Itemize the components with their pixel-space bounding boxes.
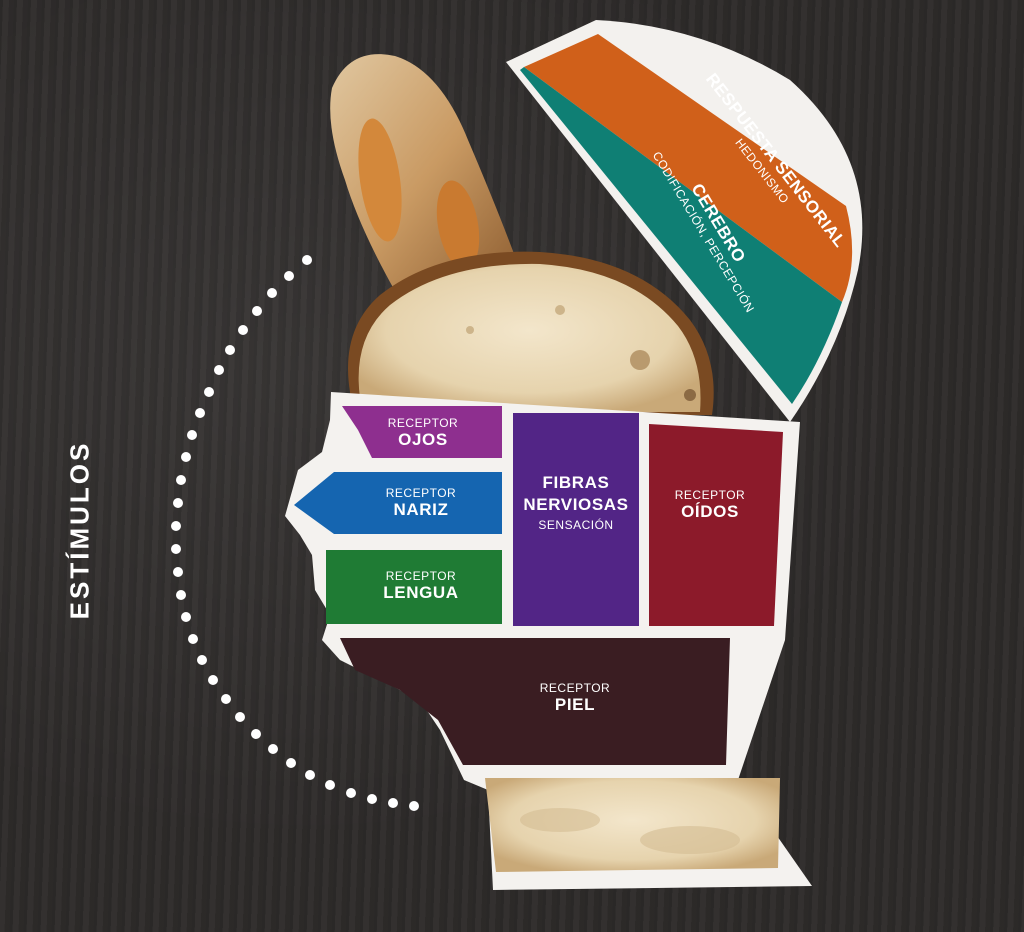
tongue-receptor-label: RECEPTOR LENGUA — [350, 569, 492, 603]
nerve-fibers-label: FIBRAS NERVIOSAS SENSACIÓN — [513, 472, 639, 532]
skin-receptor-top: RECEPTOR — [539, 681, 611, 695]
nerve-fibers-sub: SENSACIÓN — [538, 518, 614, 532]
ears-receptor-top: RECEPTOR — [674, 488, 746, 502]
brain-cap — [506, 20, 863, 422]
nerve-fibers-line1: FIBRAS — [542, 473, 610, 492]
eyes-receptor-top: RECEPTOR — [387, 416, 459, 430]
baguette-image — [330, 54, 520, 301]
skin-receptor-block — [340, 638, 730, 765]
skin-receptor-label: RECEPTOR PIEL — [500, 681, 650, 715]
ears-receptor-name: OÍDOS — [681, 502, 739, 521]
tongue-receptor-block — [326, 550, 502, 624]
eyes-receptor-label: RECEPTOR OJOS — [360, 416, 486, 450]
nose-receptor-block — [294, 472, 502, 534]
nerve-fibers-line2: NERVIOSAS — [523, 495, 629, 514]
tongue-receptor-top: RECEPTOR — [385, 569, 457, 583]
ears-receptor-block — [649, 424, 783, 626]
eyes-receptor-name: OJOS — [398, 430, 448, 449]
brain-band — [520, 67, 842, 404]
stimulus-dotted-arc — [171, 255, 419, 811]
nerve-fibers-block — [513, 413, 639, 626]
eyes-receptor-block — [342, 406, 502, 458]
sensory-response-band — [524, 34, 853, 302]
tongue-receptor-name: LENGUA — [383, 583, 459, 602]
nose-receptor-label: RECEPTOR NARIZ — [358, 486, 484, 520]
nose-receptor-top: RECEPTOR — [385, 486, 457, 500]
nose-receptor-name: NARIZ — [393, 500, 449, 519]
stimulus-label: ESTÍMULOS — [64, 440, 95, 620]
skin-receptor-name: PIEL — [554, 695, 596, 714]
bread-slice-image — [348, 251, 714, 415]
ears-receptor-label: RECEPTOR OÍDOS — [650, 488, 770, 522]
